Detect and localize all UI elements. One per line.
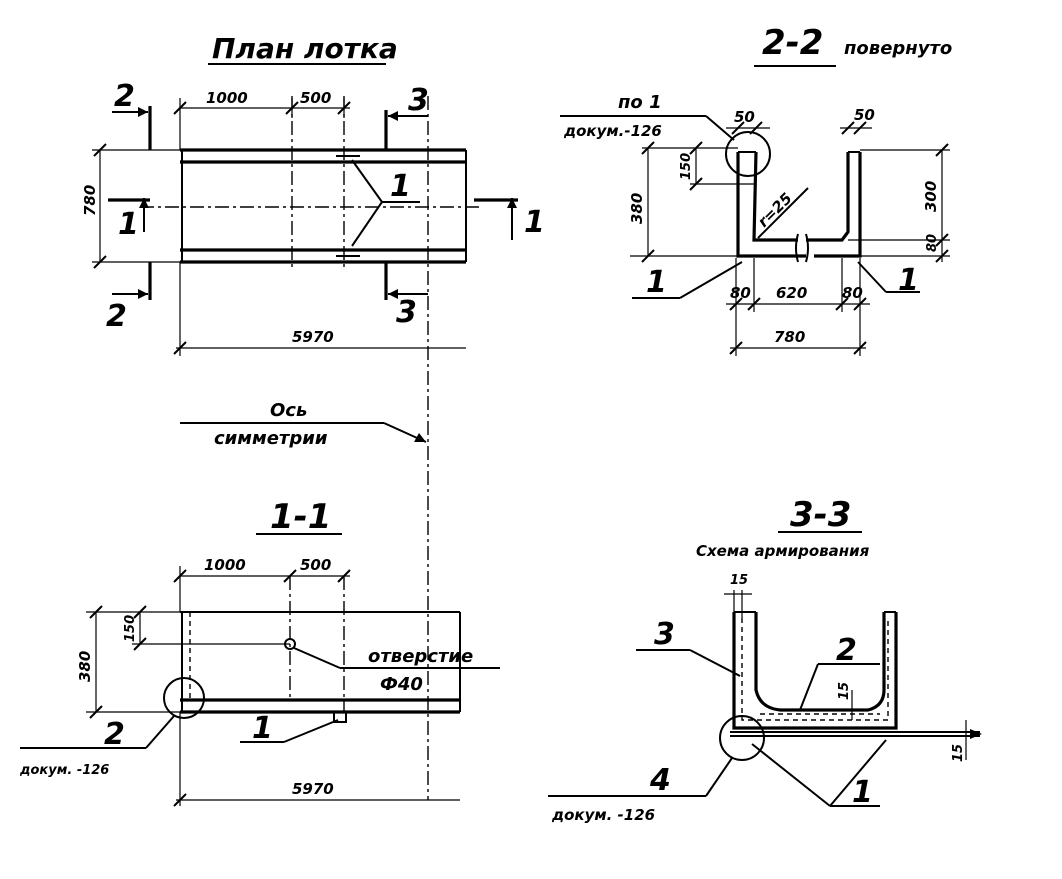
section33-subtitle: Схема армирования	[696, 542, 870, 560]
section11-hole-label: отверстие	[368, 646, 473, 667]
section22-dim-380: 380	[628, 193, 646, 224]
section33-detail-circle	[719, 715, 765, 761]
section33-dim-15-right: 15	[951, 744, 966, 762]
plan-dim-5970: 5970	[292, 328, 334, 346]
plan-callout-1: 1	[390, 169, 411, 204]
axis-label-line2: симметрии	[214, 428, 328, 449]
section22-callout-1-left: 1	[646, 265, 667, 300]
section33-inner	[754, 612, 886, 712]
section11-dim-5970: 5970	[292, 780, 334, 798]
plan-section-2-top: 2	[114, 79, 135, 114]
plan-view: План лотка 1000 500 780	[81, 32, 545, 800]
plan-dim-1000: 1000	[206, 89, 248, 107]
section11-callout-2: 2	[104, 717, 125, 752]
plan-section-1-right: 1	[524, 205, 545, 240]
section33-callout-1: 1	[852, 775, 873, 810]
section11-ref-doc: докум. -126	[19, 763, 109, 778]
section33-ref-doc: докум. -126	[551, 806, 655, 824]
plan-dim-500: 500	[300, 89, 331, 107]
section33-dim-15-mid: 15	[837, 682, 852, 700]
section22-dim-50-right: 50	[854, 106, 875, 124]
axis-label-line1: Ось	[270, 400, 307, 421]
section22-dim-620: 620	[776, 284, 807, 302]
section22-callout-1-right: 1	[898, 263, 919, 298]
plan-section-3-bottom: 3	[396, 295, 417, 330]
section-1-1: 1-1 отверстие Ф40 1000 500	[19, 497, 500, 807]
section33-dim-15-top: 15	[730, 573, 748, 588]
section11-callout-1: 1	[252, 711, 273, 746]
plan-section-2-bottom: 2	[106, 299, 127, 334]
section33-callout-4: 4	[649, 763, 671, 798]
section22-detail-circle	[725, 131, 771, 177]
section22-title: 2-2	[762, 23, 823, 63]
section22-inner-left	[752, 151, 798, 242]
section11-dim-1000: 1000	[204, 556, 246, 574]
plan-section-1-left: 1	[118, 207, 139, 242]
section33-title: 3-3	[790, 495, 851, 535]
section11-dim-150: 150	[123, 615, 138, 642]
section22-radius: r=25	[754, 189, 796, 231]
section22-ref-line1: по 1	[618, 92, 662, 113]
section33-callout-3: 3	[654, 617, 675, 652]
section22-subtitle: повернуто	[844, 38, 952, 59]
section22-dim-80-right: 80	[842, 284, 863, 302]
section22-dim-300: 300	[922, 181, 940, 212]
section11-detail-circle	[163, 677, 205, 719]
plan-title: План лотка	[212, 32, 398, 65]
section22-inner-right	[806, 152, 850, 242]
section33-rebar-3	[741, 618, 889, 721]
section11-hole-size: Ф40	[380, 674, 423, 695]
section11-title: 1-1	[270, 497, 331, 537]
section22-dim-80-vert: 80	[925, 234, 940, 252]
section22-ref-line2: докум.-126	[563, 122, 662, 140]
section11-dim-380: 380	[76, 651, 94, 682]
plan-section-3-top: 3	[408, 83, 429, 118]
section22-dim-780: 780	[774, 328, 805, 346]
section33-outer	[732, 612, 898, 730]
section22-dim-50-left: 50	[734, 108, 755, 126]
plan-dim-780: 780	[81, 185, 99, 216]
section22-dim-150: 150	[679, 153, 694, 180]
section11-dim-500: 500	[300, 556, 331, 574]
section-3-3: 3-3 Схема армирования 15 15 15 3 2	[548, 495, 982, 824]
section22-dim-80-left: 80	[730, 284, 751, 302]
section-2-2: 2-2 повернуто по 1 докум.-126 50 50	[560, 23, 952, 356]
section33-callout-2: 2	[836, 633, 857, 668]
